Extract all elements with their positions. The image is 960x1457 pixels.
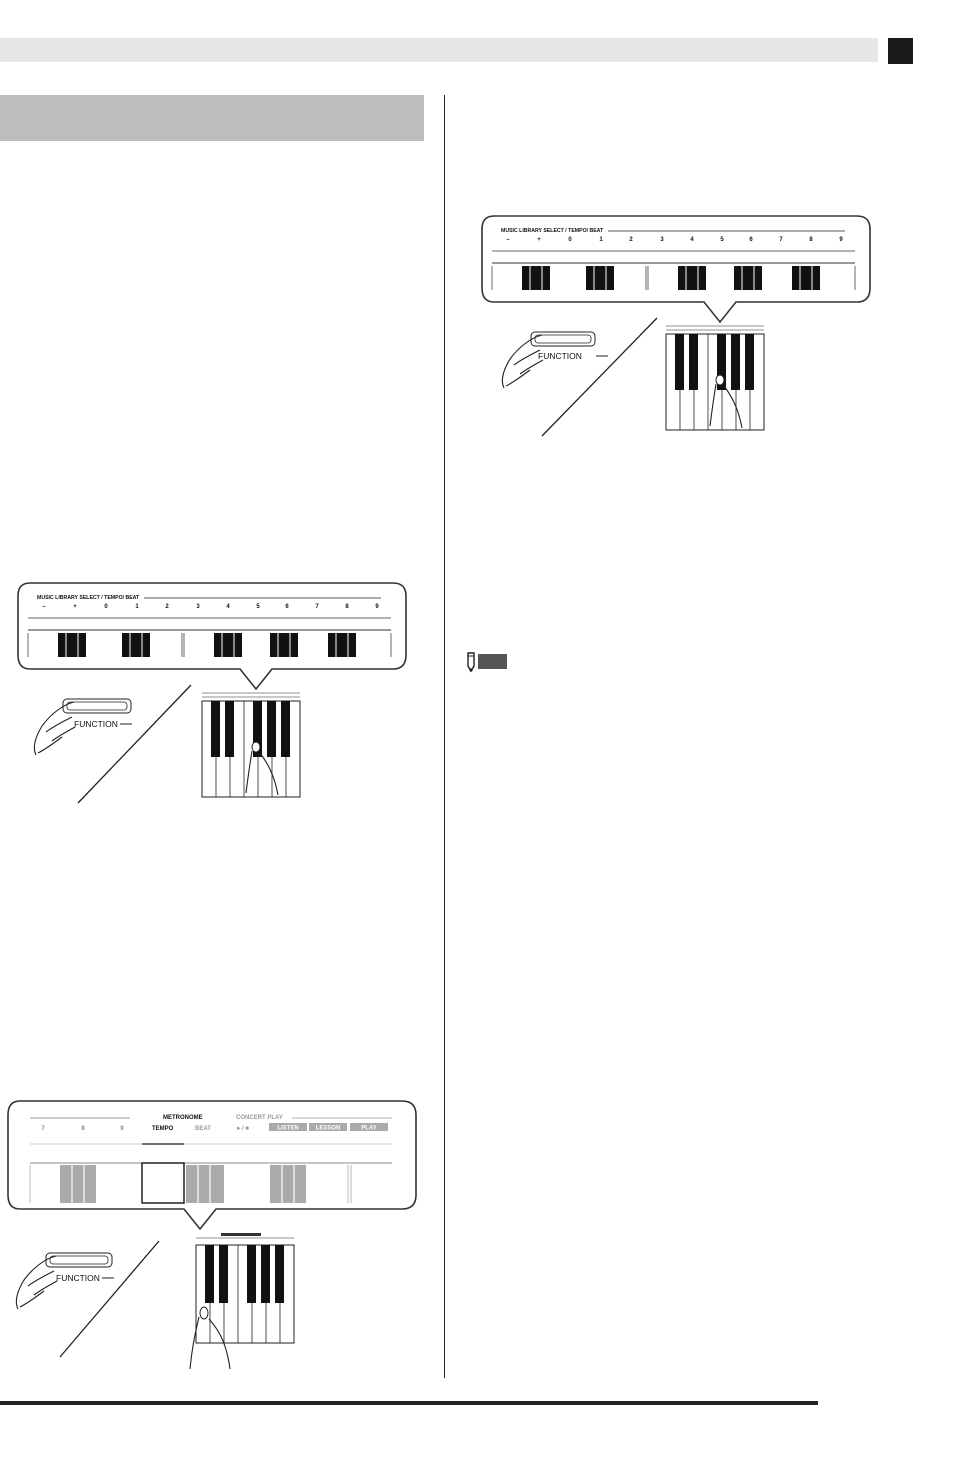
svg-text:–: – [42, 604, 46, 610]
svg-text:3: 3 [660, 237, 664, 243]
tempo-label: TEMPO [152, 1126, 174, 1132]
svg-text:8: 8 [809, 237, 813, 243]
panel-key-numbers: – + 0 1 2 3 4 5 6 7 8 9 [42, 604, 379, 610]
figure-metronome-tempo: 7 8 9 METRONOME TEMPO BEAT CONCERT PLAY … [6, 1099, 418, 1374]
function-button-label: FUNCTION [74, 719, 118, 729]
mini-keyboard [189, 1233, 295, 1370]
callout-balloon [17, 582, 407, 691]
panel-numbers-gray: 7 8 9 [41, 1126, 124, 1132]
svg-text:6: 6 [285, 604, 289, 610]
figure-keyboard-select-middle: MUSIC LIBRARY SELECT / TEMPO/ BEAT – + 0… [16, 581, 408, 804]
section-header-bar [0, 95, 424, 141]
note-pencil-icon [463, 651, 508, 673]
svg-text:4: 4 [690, 237, 694, 243]
svg-text:2: 2 [629, 237, 633, 243]
panel-keyboard-strip [27, 633, 392, 657]
svg-text:9: 9 [120, 1126, 124, 1132]
svg-text:8: 8 [345, 604, 349, 610]
hand-icon [501, 334, 544, 389]
mini-keyboard [665, 325, 765, 431]
header-band [0, 38, 878, 62]
beat-label: BEAT [195, 1126, 211, 1132]
lesson-label: LESSON [316, 1126, 341, 1132]
play-label: PLAY [361, 1126, 376, 1132]
listen-label: LISTEN [277, 1126, 298, 1132]
concert-play-label: CONCERT PLAY [236, 1115, 283, 1121]
metronome-label: METRONOME [163, 1115, 203, 1121]
svg-text:+: + [73, 604, 77, 610]
mini-keyboard [201, 692, 301, 798]
svg-text:–: – [506, 237, 510, 243]
svg-text:0: 0 [568, 237, 572, 243]
panel-keyboard-strip-gray [29, 1162, 352, 1204]
column-divider [444, 95, 445, 1378]
svg-text:8: 8 [81, 1126, 85, 1132]
footer-rule [0, 1401, 818, 1405]
svg-text:2: 2 [165, 604, 169, 610]
svg-text:9: 9 [839, 237, 843, 243]
play-stop-label: ►/ ■ [236, 1126, 249, 1132]
svg-text:6: 6 [749, 237, 753, 243]
svg-text:5: 5 [256, 604, 260, 610]
svg-text:9: 9 [375, 604, 379, 610]
svg-text:1: 1 [599, 237, 603, 243]
chapter-tab [888, 38, 913, 64]
svg-text:0: 0 [104, 604, 108, 610]
panel-header-label: MUSIC LIBRARY SELECT / TEMPO/ BEAT [501, 228, 604, 234]
svg-text:7: 7 [41, 1126, 45, 1132]
function-button-label: FUNCTION [56, 1273, 100, 1283]
panel-keyboard-strip [491, 266, 856, 290]
hand-icon [33, 701, 76, 756]
svg-text:1: 1 [135, 604, 139, 610]
svg-text:+: + [537, 237, 541, 243]
panel-key-numbers: – + 0 1 2 3 4 5 6 7 8 9 [506, 237, 843, 243]
svg-text:4: 4 [226, 604, 230, 610]
panel-header-label: MUSIC LIBRARY SELECT / TEMPO/ BEAT [37, 595, 140, 601]
svg-text:3: 3 [196, 604, 200, 610]
svg-text:5: 5 [720, 237, 724, 243]
svg-text:7: 7 [779, 237, 783, 243]
tempo-key-highlight [141, 1162, 185, 1204]
figure-keyboard-select-top: MUSIC LIBRARY SELECT / TEMPO/ BEAT – + 0… [480, 214, 872, 437]
callout-balloon [481, 215, 871, 324]
function-button-label: FUNCTION [538, 351, 582, 361]
hand-icon [15, 1255, 58, 1310]
svg-text:7: 7 [315, 604, 319, 610]
